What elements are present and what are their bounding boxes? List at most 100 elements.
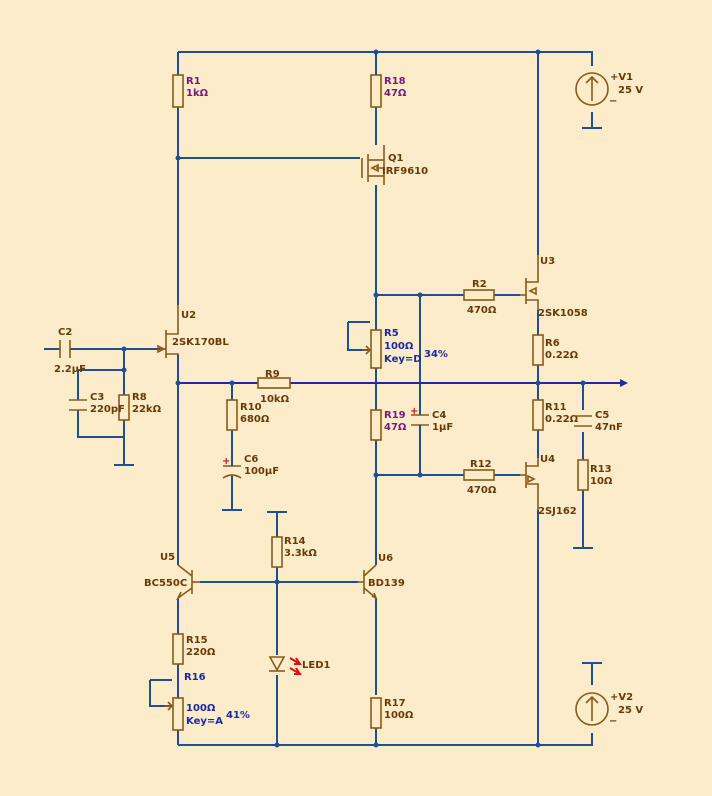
led1-name: LED1 (302, 660, 331, 671)
resistor-r10[interactable]: R10 680Ω (226, 399, 270, 431)
v2-name: +V2 (610, 692, 633, 703)
q1-name: Q1 (388, 153, 404, 164)
resistor-r2[interactable]: R2 470Ω (463, 279, 497, 316)
r9-value: 10kΩ (260, 394, 290, 405)
resistor-r1[interactable]: R1 1kΩ (172, 74, 209, 108)
u6-name: U6 (378, 553, 393, 564)
r1-value: 1kΩ (186, 88, 209, 99)
bjt-u5[interactable]: U5 BC550C (144, 552, 200, 601)
resistor-r15[interactable]: R15 220Ω (172, 633, 216, 665)
v1-minus: − (609, 96, 617, 107)
resistor-r11[interactable]: R11 0.22Ω (532, 399, 579, 431)
r16-value: 100Ω (186, 703, 216, 714)
resistor-r18[interactable]: R18 47Ω (370, 74, 407, 108)
v2-value: 25 V (618, 705, 643, 716)
fet-u4[interactable]: U4 2SJ162 (520, 454, 577, 517)
v1-name: +V1 (610, 72, 633, 83)
c2-value: 2.2µF (54, 364, 86, 375)
r2-value: 470Ω (467, 305, 497, 316)
r14-value: 3.3kΩ (284, 548, 317, 559)
resistor-r19[interactable]: R19 47Ω (370, 409, 407, 441)
voltage-source-v1[interactable]: +V1 25 V − (575, 72, 643, 107)
r10-name: R10 (240, 402, 262, 413)
resistor-r17[interactable]: R17 100Ω (370, 697, 414, 729)
resistor-r8[interactable]: R8 22kΩ (118, 392, 162, 421)
c4-value: 1µF (432, 422, 453, 433)
r17-name: R17 (384, 698, 406, 709)
q1-model: IRF9610 (382, 166, 428, 177)
fet-u3[interactable]: U3 2SK1058 (520, 255, 588, 319)
r13-value: 10Ω (590, 476, 613, 487)
c6-plus: + (222, 456, 230, 467)
u4-model: 2SJ162 (538, 506, 577, 517)
c3-name: C3 (90, 392, 104, 403)
r6-name: R6 (545, 338, 560, 349)
resistor-r13[interactable]: R13 10Ω (577, 459, 613, 491)
u6-model: BD139 (368, 578, 405, 589)
resistor-r12[interactable]: R12 470Ω (463, 459, 497, 496)
c5-name: C5 (595, 410, 609, 421)
capacitor-c2[interactable]: C2 2.2µF (54, 327, 86, 375)
c6-value: 100µF (244, 466, 279, 477)
mosfet-q1[interactable]: Q1 IRF9610 (361, 145, 428, 185)
r17-value: 100Ω (384, 710, 414, 721)
capacitor-c4[interactable]: + C4 1µF (410, 405, 453, 435)
r12-value: 470Ω (467, 485, 497, 496)
voltage-source-v2[interactable]: +V2 25 V − (575, 692, 643, 727)
u5-model: BC550C (144, 578, 187, 589)
r13-name: R13 (590, 464, 612, 475)
bjt-u6[interactable]: U6 BD139 (358, 553, 405, 600)
resistor-r6[interactable]: R6 0.22Ω (532, 334, 579, 366)
r11-name: R11 (545, 402, 567, 413)
r16-percent: 41% (226, 710, 250, 721)
capacitor-c3[interactable]: C3 220pF (69, 392, 125, 415)
potentiometer-r5[interactable]: R5 100Ω Key=D 34% (362, 328, 448, 369)
resistor-r14[interactable]: R14 3.3kΩ (271, 536, 317, 568)
u5-name: U5 (160, 552, 175, 563)
r15-value: 220Ω (186, 647, 216, 658)
c4-name: C4 (432, 410, 446, 421)
u2-name: U2 (181, 310, 196, 321)
r5-key: Key=D (384, 354, 422, 365)
potentiometer-r16[interactable]: R16 100Ω Key=A 41% (164, 672, 250, 731)
led-led1[interactable]: LED1 (268, 656, 331, 675)
r6-value: 0.22Ω (545, 350, 579, 361)
r9-name: R9 (265, 369, 280, 380)
jfet-u2[interactable]: U2 2SK170BL (157, 305, 229, 358)
r12-name: R12 (470, 459, 492, 470)
c6-name: C6 (244, 454, 258, 465)
c2-name: C2 (58, 327, 72, 338)
wires (44, 51, 620, 746)
resistor-r9[interactable]: R9 10kΩ (257, 369, 291, 405)
u2-model: 2SK170BL (172, 337, 229, 348)
u4-name: U4 (540, 454, 555, 465)
r19-name: R19 (384, 410, 406, 421)
output-arrow-icon (620, 379, 628, 387)
r11-value: 0.22Ω (545, 414, 579, 425)
capacitor-c5[interactable]: C5 47nF (574, 410, 623, 433)
c3-value: 220pF (90, 404, 125, 415)
r16-name: R16 (184, 672, 206, 683)
capacitor-c6[interactable]: + C6 100µF (222, 454, 279, 490)
v1-value: 25 V (618, 85, 643, 96)
u3-name: U3 (540, 256, 555, 267)
junctions (121, 49, 586, 748)
c4-plus: + (410, 406, 418, 417)
r10-value: 680Ω (240, 414, 270, 425)
r5-percent: 34% (424, 349, 448, 360)
u3-model: 2SK1058 (538, 308, 588, 319)
r2-name: R2 (472, 279, 487, 290)
r16-key: Key=A (186, 716, 223, 727)
r19-value: 47Ω (384, 422, 407, 433)
ground-symbols (114, 127, 602, 664)
r14-name: R14 (284, 536, 306, 547)
r1-name: R1 (186, 76, 201, 87)
v2-minus: − (609, 716, 617, 727)
r18-name: R18 (384, 76, 406, 87)
r8-name: R8 (132, 392, 147, 403)
c5-value: 47nF (595, 422, 623, 433)
r5-value: 100Ω (384, 341, 414, 352)
r8-value: 22kΩ (132, 404, 162, 415)
r5-name: R5 (384, 328, 399, 339)
